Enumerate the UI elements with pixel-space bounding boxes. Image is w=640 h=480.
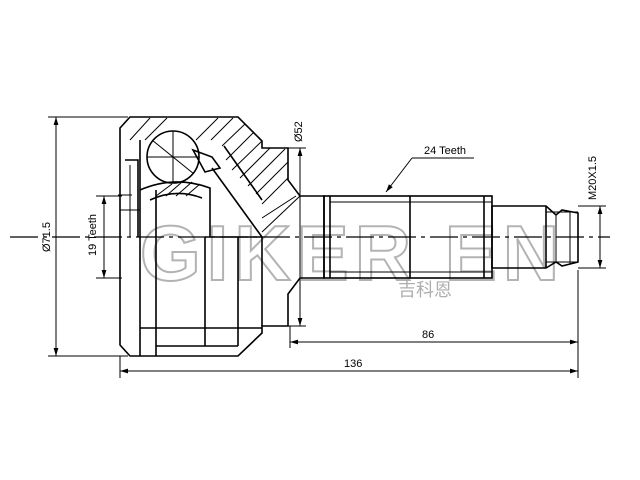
dim-total-length: 136	[119, 348, 579, 378]
thread-label: M20X1.5	[587, 156, 599, 200]
dim-inner-teeth: 19 Teeth	[87, 195, 122, 279]
inner-teeth-label: 19 Teeth	[87, 214, 99, 256]
outer-teeth-label: 24 Teeth	[424, 145, 466, 157]
dim-thread: M20X1.5	[578, 156, 606, 269]
shaft-length-label: 86	[422, 329, 434, 341]
callout-outer-teeth: 24 Teeth	[385, 145, 474, 193]
total-length-label: 136	[344, 358, 362, 370]
watermark: GIKER EN 吉科恩	[139, 208, 565, 301]
bell-diameter-label: Ø52	[293, 121, 305, 142]
watermark-brand: GIKER EN	[140, 209, 565, 297]
splined-shaft	[323, 195, 493, 279]
outer-diameter-label: Ø71.5	[41, 222, 53, 252]
threaded-end	[491, 205, 579, 269]
dim-shaft-length: 86	[289, 270, 579, 348]
watermark-chinese: 吉科恩	[398, 280, 452, 301]
dim-bell-diameter: Ø52	[288, 121, 306, 327]
dim-outer-diameter: Ø71.5	[41, 116, 128, 357]
